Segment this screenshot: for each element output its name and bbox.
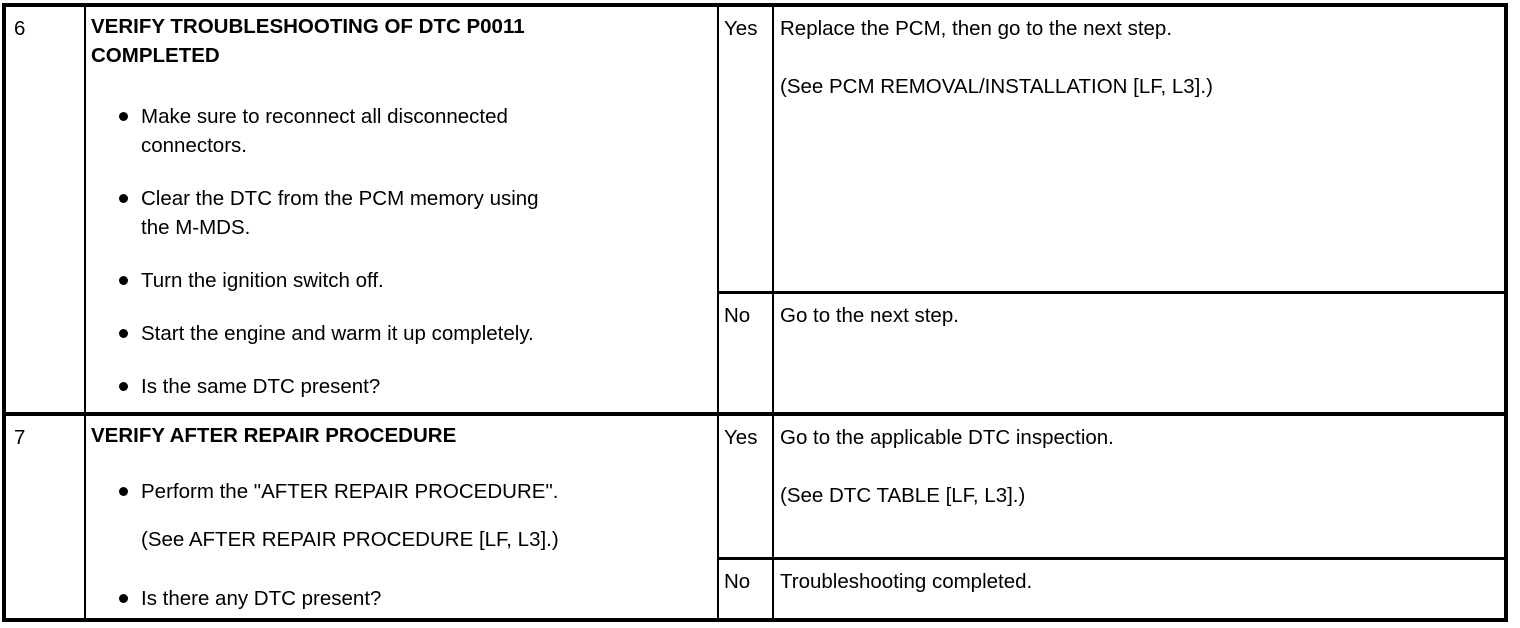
step-number: 7 bbox=[14, 426, 26, 449]
bullet-text: Make sure to reconnect all disconnected … bbox=[141, 105, 508, 157]
bullet-icon bbox=[119, 194, 128, 203]
result-reference: (See DTC TABLE [LF, L3].) bbox=[780, 484, 1026, 507]
yes-label: Yes bbox=[724, 17, 758, 40]
troubleshooting-table: 6 VERIFY TROUBLESHOOTING OF DTC P0011 CO… bbox=[2, 3, 1508, 622]
action-bullet-list: Perform the "AFTER REPAIR PROCEDURE". (S… bbox=[91, 477, 711, 613]
list-item: Start the engine and warm it up complete… bbox=[91, 319, 711, 348]
list-item: Turn the ignition switch off. bbox=[91, 266, 711, 295]
no-result-cell: Go to the next step. bbox=[774, 294, 1504, 416]
yes-label-cell: Yes bbox=[719, 416, 774, 560]
list-item: Make sure to reconnect all disconnected … bbox=[91, 102, 711, 160]
no-label: No bbox=[724, 570, 751, 593]
action-bullet-list: Make sure to reconnect all disconnected … bbox=[91, 102, 711, 401]
action-title: VERIFY TROUBLESHOOTING OF DTC P0011 COMP… bbox=[91, 15, 525, 67]
no-label-cell: No bbox=[719, 294, 774, 416]
bullet-icon bbox=[119, 329, 128, 338]
bullet-text: Turn the ignition switch off. bbox=[141, 269, 384, 292]
list-item: Is there any DTC present? bbox=[91, 584, 711, 613]
step-number: 6 bbox=[14, 17, 26, 40]
bullet-reference: (See AFTER REPAIR PROCEDURE [LF, L3].) bbox=[141, 528, 559, 551]
bullet-icon bbox=[119, 382, 128, 391]
no-label: No bbox=[724, 304, 751, 327]
list-item: Perform the "AFTER REPAIR PROCEDURE". (S… bbox=[91, 477, 711, 554]
result-text: Troubleshooting completed. bbox=[780, 570, 1033, 593]
action-cell: VERIFY TROUBLESHOOTING OF DTC P0011 COMP… bbox=[86, 7, 719, 416]
list-item: Is the same DTC present? bbox=[91, 372, 711, 401]
result-text: Go to the next step. bbox=[780, 304, 959, 327]
bullet-icon bbox=[119, 487, 128, 496]
yes-label-cell: Yes bbox=[719, 7, 774, 294]
bullet-icon bbox=[119, 112, 128, 121]
action-cell: VERIFY AFTER REPAIR PROCEDURE Perform th… bbox=[86, 416, 719, 618]
bullet-text: Is the same DTC present? bbox=[141, 375, 381, 398]
yes-result-cell: Go to the applicable DTC inspection. (Se… bbox=[774, 416, 1504, 560]
yes-result-cell: Replace the PCM, then go to the next ste… bbox=[774, 7, 1504, 294]
list-item: Clear the DTC from the PCM memory using … bbox=[91, 184, 711, 242]
step-number-cell: 6 bbox=[6, 7, 86, 416]
result-text: Replace the PCM, then go to the next ste… bbox=[780, 17, 1173, 40]
bullet-text: Start the engine and warm it up complete… bbox=[141, 322, 534, 345]
no-result-cell: Troubleshooting completed. bbox=[774, 560, 1504, 618]
bullet-text: Clear the DTC from the PCM memory using … bbox=[141, 187, 539, 239]
bullet-text: Perform the "AFTER REPAIR PROCEDURE". bbox=[141, 480, 559, 503]
result-text: Go to the applicable DTC inspection. bbox=[780, 426, 1114, 449]
action-title: VERIFY AFTER REPAIR PROCEDURE bbox=[91, 424, 457, 447]
step-number-cell: 7 bbox=[6, 416, 86, 618]
result-reference: (See PCM REMOVAL/INSTALLATION [LF, L3].) bbox=[780, 75, 1213, 98]
bullet-icon bbox=[119, 276, 128, 285]
no-label-cell: No bbox=[719, 560, 774, 618]
bullet-icon bbox=[119, 594, 128, 603]
bullet-text: Is there any DTC present? bbox=[141, 587, 382, 610]
yes-label: Yes bbox=[724, 426, 758, 449]
